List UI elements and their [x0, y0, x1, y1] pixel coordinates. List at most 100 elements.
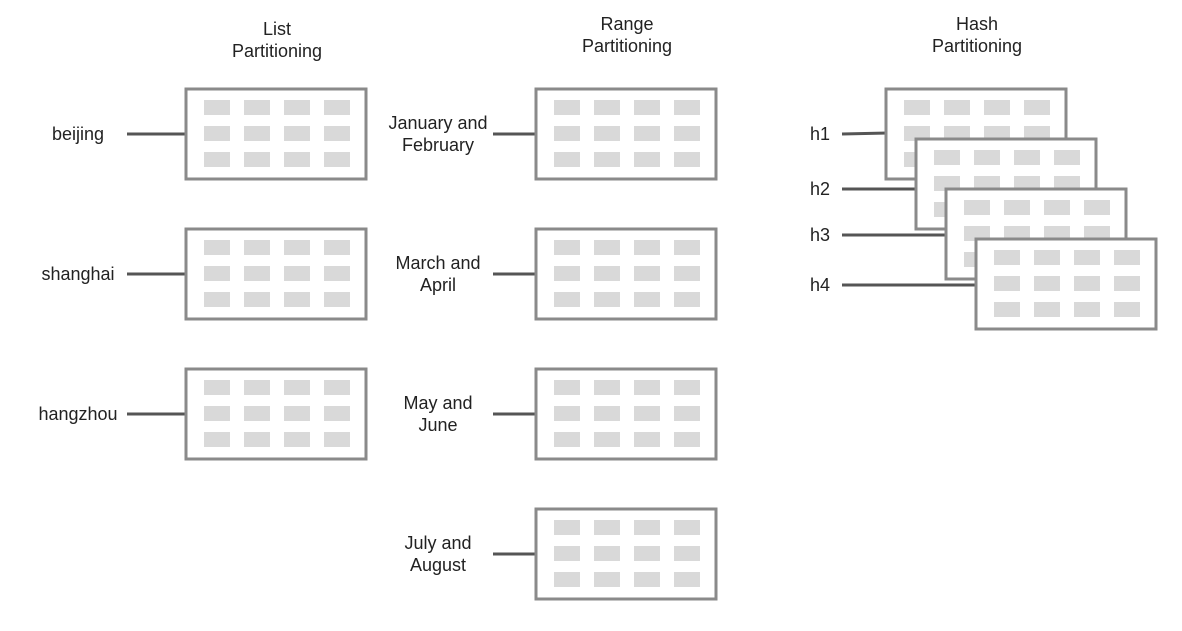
partition-cell — [1014, 150, 1040, 165]
partition-cell — [204, 292, 230, 307]
partition-table — [534, 87, 718, 181]
partition-cell — [204, 380, 230, 395]
partition-cell — [554, 546, 580, 561]
partition-cell — [1084, 200, 1110, 215]
partition-label: shanghai — [41, 264, 114, 284]
partition-cell — [284, 406, 310, 421]
partition-cell — [964, 200, 990, 215]
partition-cell — [634, 126, 660, 141]
partition-cell — [1054, 150, 1080, 165]
partition-label-line: beijing — [52, 124, 104, 144]
partition-cell — [674, 152, 700, 167]
partition-cell — [674, 406, 700, 421]
partition-label-line: h1 — [810, 124, 830, 144]
partition-cell — [634, 380, 660, 395]
partition-cell — [284, 240, 310, 255]
partition-cell — [904, 126, 930, 141]
partition-cell — [204, 126, 230, 141]
partition-cell — [1114, 302, 1140, 317]
partition-cell — [1044, 226, 1070, 241]
partition-cell — [674, 520, 700, 535]
partition-cell — [204, 406, 230, 421]
partition-cell — [204, 100, 230, 115]
partition-cell — [284, 292, 310, 307]
partition-cell — [1024, 126, 1050, 141]
partition-cell — [554, 432, 580, 447]
list-partition: hangzhou — [38, 367, 368, 461]
partition-cell — [594, 432, 620, 447]
range-column-title-line: Partitioning — [582, 36, 672, 56]
partition-cell — [284, 126, 310, 141]
partition-label-line: h3 — [810, 225, 830, 245]
partition-cell — [244, 406, 270, 421]
partition-cell — [1044, 200, 1070, 215]
partition-label-line: hangzhou — [38, 404, 117, 424]
partition-cell — [594, 266, 620, 281]
partition-table — [534, 227, 718, 321]
partition-cell — [994, 250, 1020, 265]
partition-label-line: January and — [388, 113, 487, 133]
partition-cell — [324, 266, 350, 281]
hash-column-title-line: Hash — [956, 14, 998, 34]
partition-cell — [324, 240, 350, 255]
partition-cell — [674, 240, 700, 255]
partition-cell — [964, 226, 990, 241]
partition-cell — [1004, 200, 1030, 215]
partition-cell — [324, 100, 350, 115]
partition-cell — [244, 100, 270, 115]
partition-cell — [1114, 276, 1140, 291]
partition-cell — [944, 126, 970, 141]
partition-cell — [1004, 226, 1030, 241]
partition-cell — [554, 100, 580, 115]
partition-cell — [934, 176, 960, 191]
partition-cell — [904, 100, 930, 115]
list-partition: beijing — [52, 87, 368, 181]
partition-cell — [244, 432, 270, 447]
partition-cell — [634, 240, 660, 255]
partition-cell — [674, 126, 700, 141]
partition-label-line: h2 — [810, 179, 830, 199]
partition-cell — [284, 100, 310, 115]
partition-cell — [634, 100, 660, 115]
list-column-title-line: Partitioning — [232, 41, 322, 61]
partition-cell — [1024, 100, 1050, 115]
partition-table — [184, 367, 368, 461]
partition-label-line: April — [420, 275, 456, 295]
partition-cell — [974, 150, 1000, 165]
partition-cell — [944, 100, 970, 115]
partition-cell — [674, 432, 700, 447]
partition-label-line: March and — [395, 253, 480, 273]
partition-label: h2 — [810, 179, 830, 199]
partition-table — [534, 367, 718, 461]
partition-cell — [324, 432, 350, 447]
partition-label-line: May and — [403, 393, 472, 413]
list-partition: shanghai — [41, 227, 368, 321]
partition-cell — [554, 152, 580, 167]
partition-cell — [674, 292, 700, 307]
partition-cell — [204, 240, 230, 255]
partition-cell — [284, 380, 310, 395]
partition-cell — [634, 266, 660, 281]
partition-label-line: h4 — [810, 275, 830, 295]
partition-cell — [284, 152, 310, 167]
partition-cell — [1074, 276, 1100, 291]
partition-cell — [634, 406, 660, 421]
partition-cell — [554, 520, 580, 535]
partition-table — [534, 507, 718, 601]
partition-cell — [554, 572, 580, 587]
partition-cell — [244, 292, 270, 307]
partition-cell — [1034, 302, 1060, 317]
partition-cell — [1034, 250, 1060, 265]
list-column-title-line: List — [263, 19, 291, 39]
partition-cell — [594, 546, 620, 561]
